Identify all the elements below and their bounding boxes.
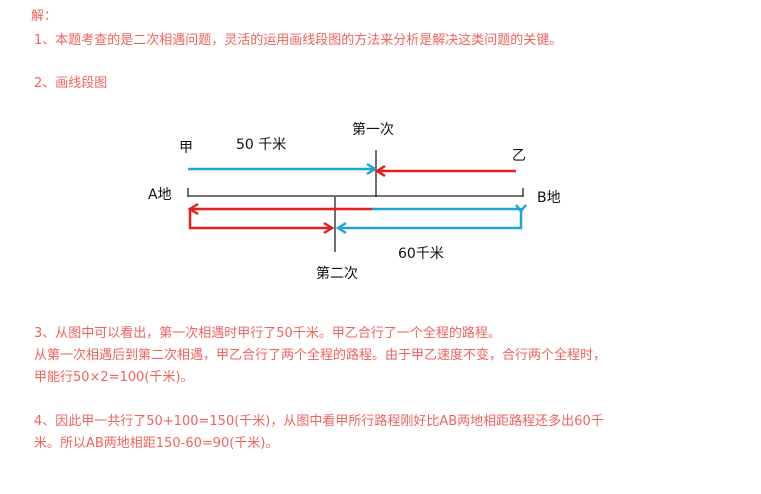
yi-a-turn-arrowhead	[187, 202, 199, 216]
label-60-km: 60千米	[398, 246, 444, 262]
label-yi: 乙	[512, 148, 526, 164]
solution-point-4-line-2: 米。所以AB两地相距150-60=90(千米)。	[34, 436, 279, 451]
solution-point-2: 2、画线段图	[34, 76, 108, 91]
yi-first-leg-arrowhead	[374, 164, 386, 178]
label-50-km: 50 千米	[236, 137, 287, 153]
solution-point-3-line-2: 从第一次相遇后到第二次相遇，甲乙合行了两个全程的路程。由于甲乙速度不变，合行两个…	[34, 348, 607, 363]
label-jia: 甲	[179, 140, 193, 156]
solution-point-3-line-3: 甲能行50×2=100(千米)。	[34, 370, 194, 385]
solution-point-3-line-1: 3、从图中可以看出，第一次相遇时甲行了50千米。甲乙合行了一个全程的路程。	[34, 326, 501, 341]
jia-return-path	[339, 207, 523, 230]
jia-b-turn-arrowhead	[515, 204, 527, 213]
label-b: B地	[537, 190, 561, 206]
yi-return-path	[188, 207, 372, 230]
yi-second-meet-arrowhead	[323, 221, 335, 235]
solution-point-4-line-1: 4、因此甲一共行了50+100=150(千米)，从图中看甲所行路程刚好比AB两地…	[34, 414, 604, 429]
label-a: A地	[148, 187, 172, 203]
label-second-meet: 第二次	[316, 266, 358, 282]
solution-heading: 解：	[31, 9, 58, 24]
jia-second-meet-arrowhead	[335, 221, 347, 235]
solution-point-1: 1、本题考查的是二次相遇问题，灵活的运用画线段图的方法来分析是解决这类问题的关键…	[34, 33, 563, 48]
jia-first-leg-arrowhead	[366, 162, 378, 176]
label-first-meet: 第一次	[352, 122, 394, 138]
